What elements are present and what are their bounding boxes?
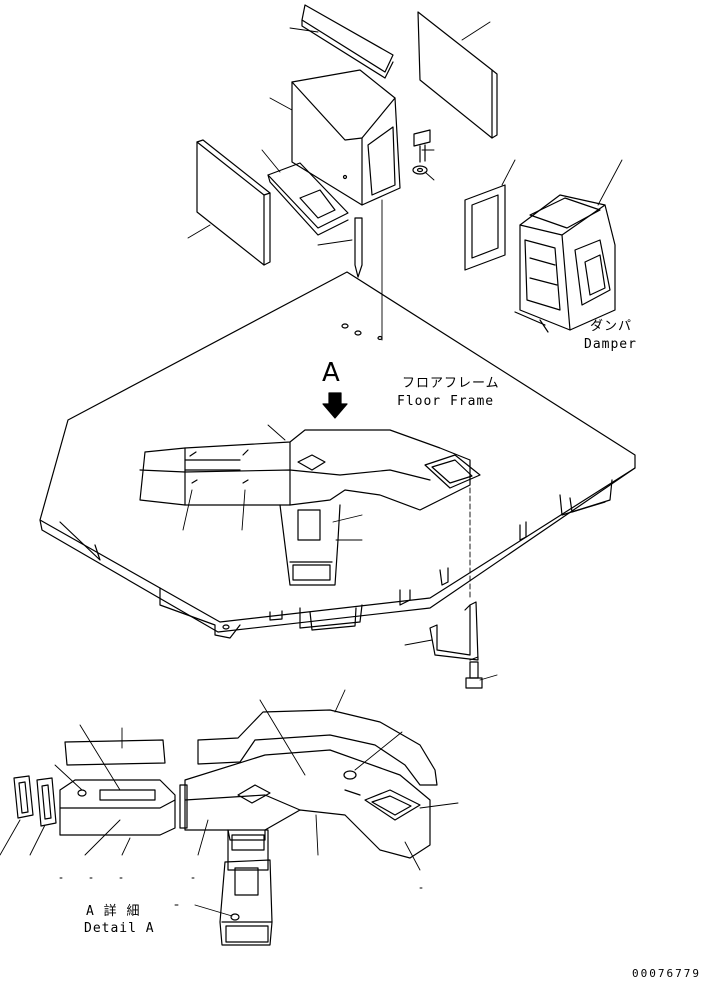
- floor-duct: [139, 429, 481, 586]
- right-panel: [417, 11, 498, 139]
- detail-a-parts: [13, 709, 438, 946]
- floor-frame-label-en: Floor Frame: [397, 394, 495, 409]
- view-arrow-icon: [322, 392, 348, 419]
- floor-frame: [39, 271, 636, 639]
- damper-label-en: Damper: [584, 337, 637, 352]
- top-leader-lines: [187, 21, 623, 341]
- floor-leader-lines: [182, 424, 498, 681]
- top-pad: [301, 4, 394, 79]
- drawing-number: 00076779: [632, 967, 701, 980]
- lower-bolt: [465, 661, 483, 689]
- detail-label-en: Detail A: [84, 921, 155, 936]
- view-letter: A: [322, 358, 340, 388]
- damper-unit: [514, 194, 616, 333]
- duct-box: [291, 69, 401, 206]
- stay-bracket: [429, 601, 479, 661]
- bolt: [412, 129, 431, 175]
- filter-frame: [464, 184, 506, 271]
- bracket: [267, 162, 349, 236]
- detail-tick-marks: [59, 877, 423, 906]
- damper-label-jp: ダンパ: [590, 319, 633, 334]
- floor-frame-label-jp: フロアフレーム: [402, 376, 500, 391]
- detail-leader-lines: [0, 689, 459, 917]
- pin: [354, 217, 363, 278]
- left-panel: [196, 139, 271, 266]
- detail-label-jp: A 詳 細: [86, 904, 141, 919]
